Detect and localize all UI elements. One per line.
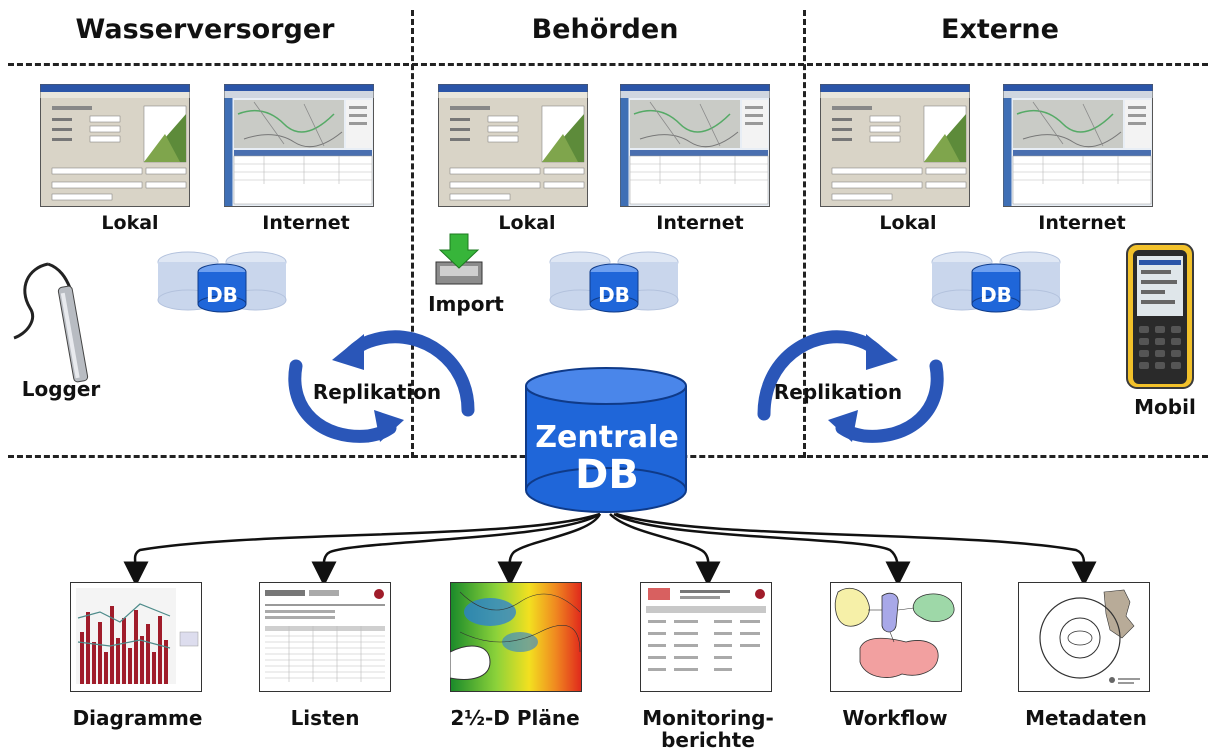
lokal-label-3: Lokal <box>879 212 937 234</box>
internet-label-3: Internet <box>1038 212 1126 234</box>
monitoringberichte-thumbnail <box>640 582 772 692</box>
header-wasserversorger: Wasserversorger <box>75 14 335 45</box>
left-column-divider <box>411 10 414 458</box>
lokal-label-2: Lokal <box>498 212 556 234</box>
db-label-2: DB <box>598 283 630 307</box>
listen-label: Listen <box>290 706 360 730</box>
import-label: Import <box>428 292 504 316</box>
replikation-label-right: Replikation <box>773 380 903 404</box>
berichte-label: berichte <box>661 728 755 752</box>
replication-arrows-right <box>757 330 944 443</box>
monitoring-label: Monitoring- <box>642 706 774 730</box>
central-db-line1: Zentrale <box>535 420 679 455</box>
distribution-arrows <box>123 512 1097 587</box>
replication-arrows-left <box>288 330 475 443</box>
workflow-label: Workflow <box>842 706 948 730</box>
mobil-label: Mobil <box>1134 395 1196 419</box>
listen-thumbnail <box>259 582 391 692</box>
lokal-label-1: Lokal <box>101 212 159 234</box>
internet-screenshot-3 <box>1003 84 1153 207</box>
lokal-screenshot-2 <box>438 84 588 207</box>
internet-screenshot-1 <box>224 84 374 207</box>
metadaten-label: Metadaten <box>1025 706 1147 730</box>
workflow-thumbnail <box>830 582 962 692</box>
metadaten-thumbnail <box>1018 582 1150 692</box>
lokal-screenshot-3 <box>820 84 970 207</box>
internet-screenshot-2 <box>620 84 770 207</box>
header-behoerden: Behörden <box>531 14 679 45</box>
lokal-screenshot-1 <box>40 84 190 207</box>
db-label-3: DB <box>980 283 1012 307</box>
internet-label-1: Internet <box>262 212 350 234</box>
central-db-line2: DB <box>575 452 639 498</box>
plaene-thumbnail <box>450 582 582 692</box>
header-externe: Externe <box>941 14 1059 45</box>
diagramme-thumbnail <box>70 582 202 692</box>
right-column-divider <box>803 10 806 458</box>
plaene-label: 2½-D Pläne <box>450 706 580 730</box>
import-download-icon <box>435 233 483 285</box>
internet-label-2: Internet <box>656 212 744 234</box>
diagramme-label: Diagramme <box>72 706 203 730</box>
logger-probe-icon <box>13 262 89 383</box>
db-label-1: DB <box>206 283 238 307</box>
top-divider <box>8 63 1208 66</box>
central-db-icon <box>525 367 687 513</box>
replikation-label-left: Replikation <box>312 380 442 404</box>
mobile-device-icon <box>1126 243 1194 389</box>
logger-label: Logger <box>21 377 101 401</box>
